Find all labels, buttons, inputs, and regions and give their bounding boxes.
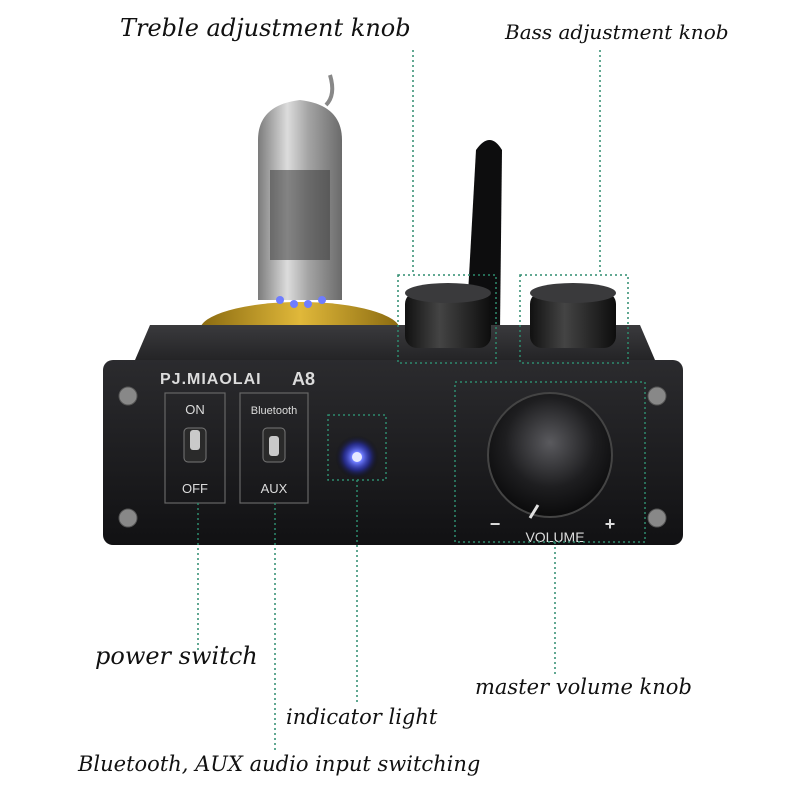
input-toggle-switch[interactable] xyxy=(262,427,286,463)
input-switch-frame xyxy=(239,392,309,504)
volume-minus-label: − xyxy=(490,514,501,534)
input-bluetooth-label: Bluetooth xyxy=(251,405,297,417)
indicator-light-callout: indicator light xyxy=(286,705,438,729)
volume-label: VOLUME xyxy=(525,529,584,545)
model-label: A8 xyxy=(292,369,315,389)
chassis-top xyxy=(135,325,655,360)
master-volume-callout: master volume knob xyxy=(475,675,692,699)
power-toggle-switch[interactable] xyxy=(183,427,207,463)
volume-plus-label: + xyxy=(605,514,616,534)
power-off-label: OFF xyxy=(182,481,208,496)
power-switch-frame xyxy=(164,392,226,504)
bass-callout: Bass adjustment knob xyxy=(505,20,729,44)
treble-callout: Treble adjustment knob xyxy=(120,14,411,42)
vacuum-tube xyxy=(258,74,342,308)
indicator-led xyxy=(352,452,362,462)
input-aux-label: AUX xyxy=(261,481,288,496)
input-switching-callout: Bluetooth, AUX audio input switching xyxy=(78,752,481,776)
callout-lines xyxy=(197,50,646,752)
brand-label: PJ.MIAOLAI xyxy=(160,371,262,388)
bass-knob xyxy=(530,283,616,348)
treble-knob xyxy=(405,283,491,348)
power-on-label: ON xyxy=(185,402,205,417)
power-switch-callout: power switch xyxy=(95,642,258,670)
panel-screws xyxy=(118,386,667,528)
bluetooth-antenna xyxy=(466,140,502,330)
master-volume-knob[interactable] xyxy=(487,392,613,519)
